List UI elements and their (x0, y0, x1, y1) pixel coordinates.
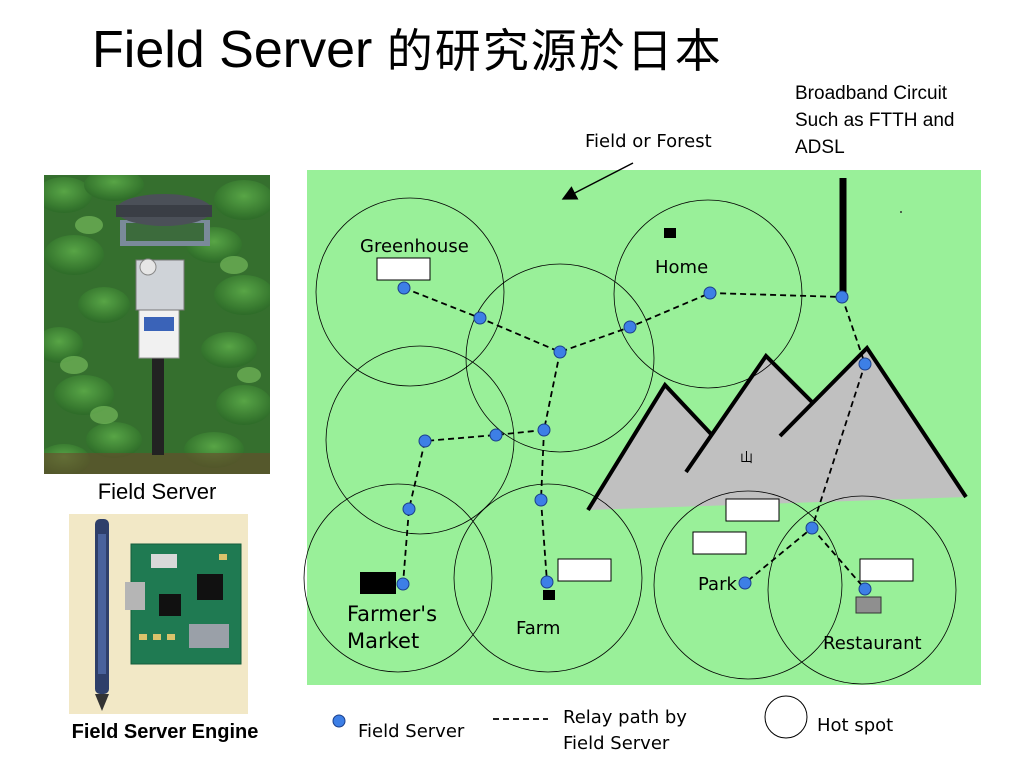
field-server-node (489, 428, 503, 442)
field-pointer-arrow (561, 162, 634, 200)
greenhouse-box (376, 257, 431, 281)
field-server-node (805, 521, 819, 535)
home-label: Home (655, 257, 708, 278)
market-marker (360, 572, 396, 594)
field-server-node (835, 290, 849, 304)
field-server-engine-photo (69, 514, 248, 714)
mountain-label: 山 (740, 451, 753, 466)
farmers-market-label-2: Market (347, 629, 419, 653)
greenhouse-label: Greenhouse (360, 236, 469, 257)
mountain-ridge-3 (778, 344, 968, 499)
legend-relay-label-1: Relay path by (563, 707, 687, 728)
relay-path (403, 287, 843, 353)
relay-path (402, 351, 561, 585)
legend-field-server-icon (332, 714, 346, 728)
broadband-note-line: ADSL (795, 137, 845, 158)
relay-path (811, 527, 866, 590)
field-server-node (738, 576, 752, 590)
hotspot-circle (303, 483, 493, 673)
field-server-node (397, 281, 411, 295)
home-marker (664, 228, 676, 238)
legend-field-server-label: Field Server (358, 721, 465, 742)
field-server-node (623, 320, 637, 334)
field-server-node (396, 577, 410, 591)
title-cjk: 的研究源於日本 (386, 24, 723, 78)
page-title: Field Server 的研究源於日本 (92, 18, 723, 83)
title-main: Field Server (92, 21, 387, 79)
restaurant-marker (855, 596, 882, 614)
field-server-node (858, 357, 872, 371)
field-server-node (553, 345, 567, 359)
field-server-node (402, 502, 416, 516)
mountain (588, 348, 966, 510)
park-label: Park (698, 574, 737, 595)
hotspot-circle (453, 483, 643, 673)
hotspot-circle (653, 490, 843, 680)
field-server-node (537, 423, 551, 437)
field-server-photo (44, 175, 270, 474)
field-server-node (540, 575, 554, 589)
field-server-engine-caption: Field Server Engine (71, 721, 259, 743)
field-or-forest-label: Field or Forest (585, 131, 712, 152)
field-server-node (534, 493, 548, 507)
dot-marker (900, 211, 902, 213)
hotspot-circle (325, 345, 515, 535)
restaurant-label: Restaurant (823, 633, 922, 654)
broadband-note: Broadband Circuit Such as FTTH and ADSL (795, 80, 1010, 161)
hotspot-circle (613, 199, 803, 389)
mountain-ridge-1 (586, 381, 714, 512)
location-box (725, 498, 780, 522)
mountain-ridge-2 (684, 352, 814, 474)
relay-path (744, 296, 866, 584)
farm-box (557, 558, 612, 582)
field-server-node (858, 582, 872, 596)
hotspot-circle (767, 495, 957, 685)
broadband-note-line: Such as FTTH and (795, 110, 955, 131)
broadband-note-line: Broadband Circuit (795, 83, 948, 104)
hotspot-circle (315, 197, 505, 387)
field-server-node (703, 286, 717, 300)
legend-relay-label-2: Field Server (563, 733, 670, 754)
farm-marker (543, 590, 555, 600)
field-server-node (418, 434, 432, 448)
farm-label: Farm (516, 618, 560, 639)
park-box (692, 531, 747, 555)
legend-hotspot-icon (764, 695, 808, 739)
field-server-node (473, 311, 487, 325)
field-server-caption: Field Server (97, 479, 217, 504)
farmers-market-label-1: Farmer's (347, 602, 437, 626)
restaurant-box (859, 558, 914, 582)
legend-hotspot-label: Hot spot (817, 715, 893, 736)
